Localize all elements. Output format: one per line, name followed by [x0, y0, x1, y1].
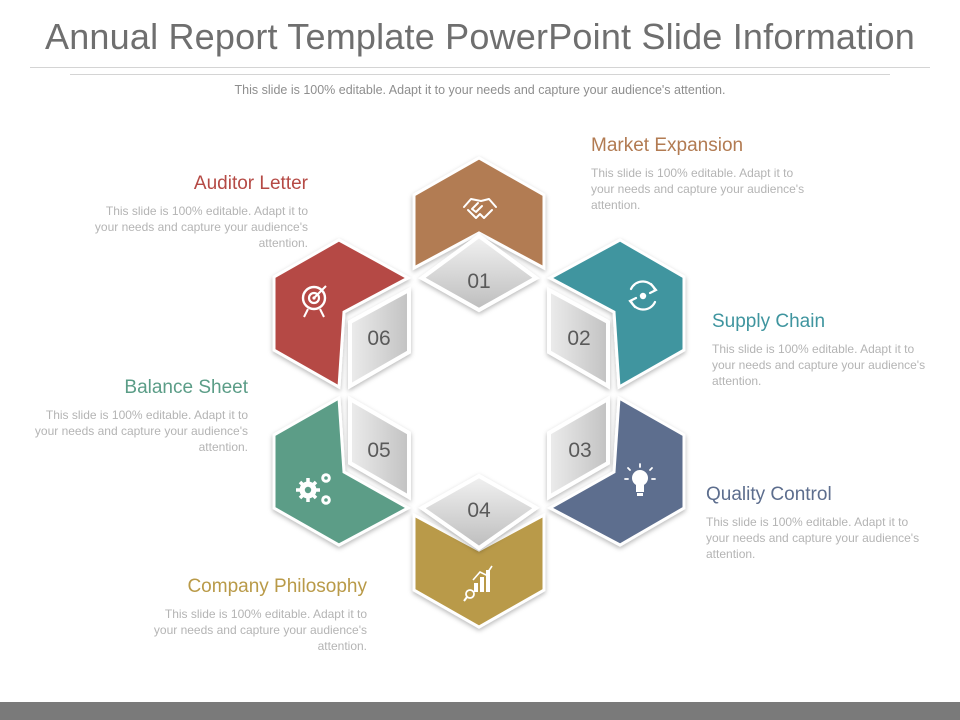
- segment-06-number-tile: [348, 286, 411, 390]
- refresh-cycle-icon: [628, 280, 658, 311]
- label-market-expansion-description: This slide is 100% editable. Adapt it to…: [591, 166, 805, 212]
- label-supply-chain-description: This slide is 100% editable. Adapt it to…: [712, 342, 926, 388]
- slide-title: Annual Report Template PowerPoint Slide …: [44, 16, 916, 57]
- gears-icon: [296, 473, 331, 505]
- label-auditor-letter-description: This slide is 100% editable. Adapt it to…: [94, 204, 308, 250]
- segment-01-number: 01: [467, 270, 490, 293]
- label-quality-control: Quality Control This slide is 100% edita…: [706, 484, 934, 562]
- label-auditor-letter-title: Auditor Letter: [193, 173, 308, 194]
- segment-02-number-tile: [547, 286, 610, 390]
- segment-06-number: 06: [367, 327, 390, 350]
- segment-01-hexagon: [412, 156, 546, 271]
- segment-03-hexagon: [546, 395, 686, 547]
- label-supply-chain: Supply Chain This slide is 100% editable…: [712, 311, 940, 389]
- label-company-philosophy-title: Company Philosophy: [187, 576, 367, 597]
- segment-05: 05: [272, 395, 412, 547]
- segment-04-number: 04: [467, 499, 491, 522]
- segment-05-hexagon: [272, 395, 412, 547]
- label-quality-control-title: Quality Control: [706, 484, 832, 505]
- label-market-expansion-title: Market Expansion: [591, 135, 744, 156]
- segment-05-number: 05: [367, 439, 390, 462]
- footer-bar: [0, 702, 960, 720]
- segment-05-number-tile: [348, 395, 411, 501]
- label-supply-chain-title: Supply Chain: [712, 311, 826, 332]
- segment-01: 01: [412, 156, 546, 313]
- label-quality-control-description: This slide is 100% editable. Adapt it to…: [706, 515, 920, 561]
- segment-04: 04: [412, 473, 546, 629]
- segment-03-number-tile: [547, 395, 610, 501]
- segment-02-hexagon: [546, 238, 686, 390]
- bar-chart-icon: [463, 565, 493, 602]
- label-balance-sheet-title: Balance Sheet: [124, 377, 248, 398]
- segment-01-number-tile: [418, 233, 540, 313]
- label-company-philosophy-description: This slide is 100% editable. Adapt it to…: [153, 607, 367, 653]
- segment-03-number: 03: [568, 439, 591, 462]
- segment-06-hexagon: [272, 238, 412, 390]
- segment-02: 02: [546, 238, 686, 390]
- label-auditor-letter: Auditor Letter This slide is 100% editab…: [80, 173, 308, 251]
- label-market-expansion: Market Expansion This slide is 100% edit…: [591, 135, 819, 213]
- segment-03: 03: [546, 395, 686, 547]
- title-divider: [30, 67, 930, 68]
- label-company-philosophy: Company Philosophy This slide is 100% ed…: [139, 576, 367, 654]
- target-icon: [301, 285, 327, 318]
- segment-04-number-tile: [418, 473, 540, 551]
- segment-04-hexagon: [412, 512, 546, 629]
- segment-06: 06: [272, 238, 412, 390]
- title-divider-secondary: [70, 74, 890, 75]
- lightbulb-icon: [624, 463, 656, 496]
- segment-02-number: 02: [567, 327, 590, 350]
- label-balance-sheet: Balance Sheet This slide is 100% editabl…: [20, 377, 248, 455]
- slide-subtitle: This slide is 100% editable. Adapt it to…: [234, 83, 726, 97]
- handshake-icon: [463, 198, 497, 219]
- label-balance-sheet-description: This slide is 100% editable. Adapt it to…: [34, 408, 248, 454]
